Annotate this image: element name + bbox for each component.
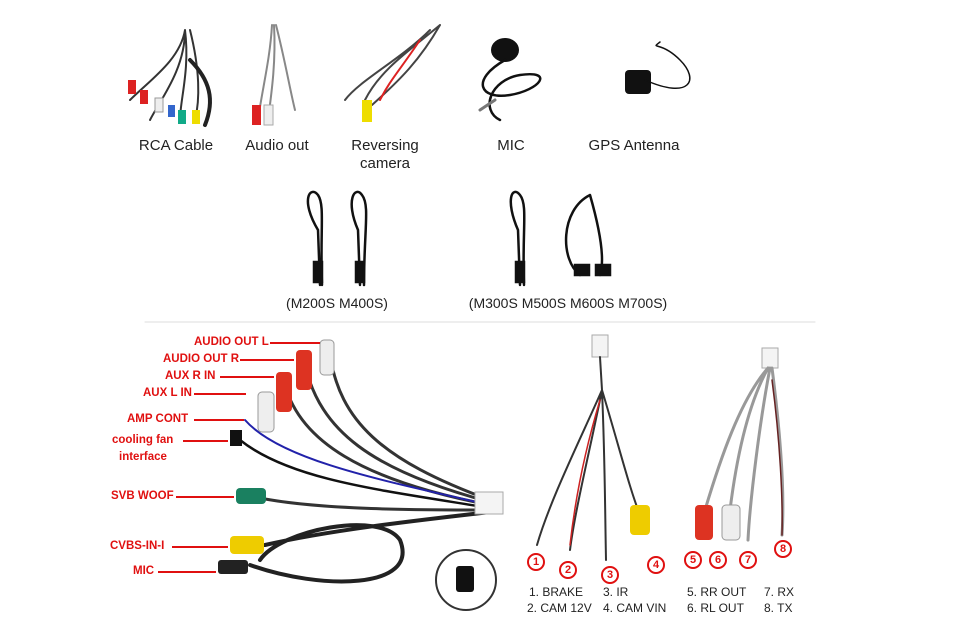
label-cvbs-in: CVBS-IN-I — [110, 540, 165, 552]
leader-line — [158, 571, 216, 573]
legend-ir: 3. IR — [603, 585, 629, 599]
usb-cables-m200s-image — [306, 190, 368, 287]
leader-line — [172, 546, 228, 548]
caption-mic: MIC — [497, 137, 525, 154]
number-3: 3 — [601, 566, 619, 584]
caption-audio-out: Audio out — [245, 137, 309, 154]
caption-rca-cable: RCA Cable — [138, 137, 214, 154]
caption-usb-group-2: (M300S M500S M600S M700S) — [468, 295, 668, 311]
caption-reversing: Reversing — [351, 137, 419, 154]
label-svb-woof: SVB WOOF — [111, 490, 174, 502]
label-audio-out-r: AUDIO OUT R — [163, 353, 240, 365]
label-aux-l-in: AUX L IN — [143, 387, 192, 399]
number-6: 6 — [709, 551, 727, 569]
audio-out-image — [252, 24, 296, 126]
legend-cam-vin: 4. CAM VIN — [603, 601, 667, 615]
usb-cables-m300s-image — [509, 190, 612, 287]
label-audio-out-l: AUDIO OUT L — [194, 336, 269, 348]
label-amp-cont: AMP CONT — [127, 413, 189, 425]
leader-line — [220, 376, 274, 378]
leader-line — [194, 419, 244, 421]
camera-harness-image — [536, 334, 650, 561]
reversing-camera-image — [344, 24, 441, 122]
leader-line — [176, 496, 234, 498]
main-harness-image — [218, 339, 504, 611]
caption-usb-group-1: (M200S M400S) — [286, 295, 388, 311]
caption-camera: camera — [359, 155, 411, 172]
legend-rx: 7. RX — [764, 585, 795, 599]
number-7: 7 — [739, 551, 757, 569]
legend-brake: 1. BRAKE — [529, 585, 584, 599]
leader-line — [240, 359, 294, 361]
rca-cable-image — [128, 29, 212, 127]
label-mic: MIC — [133, 565, 155, 577]
leader-line — [183, 440, 228, 442]
legend-rr-out: 5. RR OUT — [687, 585, 747, 599]
label-interface: interface — [119, 451, 167, 463]
legend-rl-out: 6. RL OUT — [687, 601, 744, 615]
legend-tx: 8. TX — [764, 601, 793, 615]
leader-line — [194, 393, 246, 395]
number-2: 2 — [559, 561, 577, 579]
label-aux-r-in: AUX R IN — [165, 370, 216, 382]
label-cooling-fan: cooling fan — [112, 434, 174, 446]
audio-harness-image — [695, 347, 785, 542]
number-8: 8 — [774, 540, 792, 558]
leader-line — [270, 342, 320, 344]
number-4: 4 — [647, 556, 665, 574]
number-1: 1 — [527, 553, 545, 571]
number-5: 5 — [684, 551, 702, 569]
mic-image — [478, 38, 542, 122]
gps-antenna-image — [625, 41, 691, 94]
caption-gps-antenna: GPS Antenna — [588, 137, 680, 154]
legend-cam-12v: 2. CAM 12V — [527, 601, 592, 615]
